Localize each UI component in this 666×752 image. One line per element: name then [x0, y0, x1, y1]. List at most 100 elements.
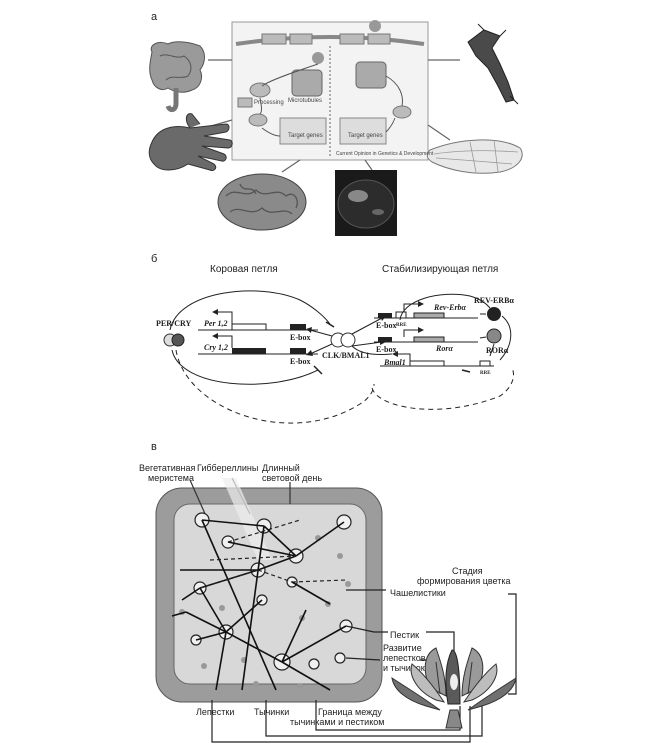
boundary-label-2: тычинками и пестиком	[290, 717, 385, 727]
processing-blob	[249, 82, 271, 98]
bmal-rre	[479, 360, 491, 367]
core-dashed-loop	[175, 349, 375, 424]
bmal-gene-box	[409, 360, 445, 367]
long-day-label-2: световой день	[262, 473, 323, 483]
target-box-right	[339, 117, 387, 145]
nuclear-blob-left	[248, 113, 268, 127]
per-gene-label: Per 1,2	[204, 319, 228, 328]
microtubule-complex-right	[355, 61, 387, 89]
stabilizing-loop-title: Стабилизирующая петля	[382, 264, 499, 275]
inset-label-target-right: Target genes	[348, 133, 383, 139]
membrane	[235, 35, 425, 46]
reverb-gene-box	[413, 312, 445, 319]
small-box	[237, 97, 253, 108]
boundary-label-1: Граница между	[318, 707, 382, 717]
veg-meristem-label-1: Вегетативная	[139, 463, 196, 473]
ebox-label-top: E-box	[290, 333, 311, 342]
target-box-left	[279, 117, 327, 145]
arrow-to-brain	[281, 159, 301, 173]
network-edges-dashed	[199, 519, 347, 589]
receptor-left-1	[261, 33, 287, 45]
inset-label-microtubules-left: Microtubules	[288, 98, 323, 104]
ror-gene-label: Rorα	[436, 344, 453, 353]
gib-pointer	[231, 477, 251, 515]
ebox-label-bottom: E-box	[290, 357, 311, 366]
ror-protein-label: RORα	[486, 346, 509, 355]
fly-leg-image	[467, 23, 519, 105]
stamens-label: Тычинки	[254, 707, 290, 717]
reverb-feedback	[399, 293, 491, 321]
ebox-label-reverb: E-box	[376, 321, 397, 330]
pistil-label: Пестик	[390, 630, 420, 640]
inset-caption: Current Opinion in Genetics & Developmen…	[336, 151, 434, 157]
network-nodes	[190, 512, 353, 671]
arrow-a3	[385, 75, 403, 107]
per-gene-box	[231, 323, 267, 331]
arrow-to-wing	[427, 124, 451, 141]
clk-to-reverb	[351, 317, 383, 335]
stabilizing-dashed-loop	[371, 367, 514, 410]
per-promoter-arrow	[218, 311, 233, 324]
veg-meristem-label-2: меристема	[148, 473, 194, 483]
per-cry-label: PER/CRY	[156, 319, 192, 328]
bmal-to-clk	[351, 345, 393, 355]
reverb-ebox	[378, 313, 392, 318]
per-ebox	[290, 324, 306, 330]
arrow-a5	[385, 117, 396, 133]
ror-activate	[489, 343, 495, 357]
bmal-circle	[340, 332, 356, 348]
receptor-left-2	[289, 33, 313, 45]
receptor-right-1	[339, 33, 365, 45]
rre-label-top: RRE	[396, 323, 407, 328]
cry-ebox	[290, 348, 306, 354]
arrow-a1	[261, 63, 319, 87]
bmal-gene-label: Bmal1	[384, 358, 406, 367]
petals-label: Лепестки	[196, 707, 235, 717]
veg-pointer	[189, 479, 207, 517]
ligand-blob	[369, 20, 381, 32]
inner-box	[173, 503, 367, 685]
inset-label-processing: Processing	[254, 100, 284, 106]
brain-image	[217, 173, 307, 231]
core-loop-title: Коровая петля	[210, 264, 278, 275]
signal-beam	[222, 478, 272, 560]
cry-gene-box	[232, 348, 266, 354]
long-day-label-1: Длинный	[262, 463, 300, 473]
ror-protein	[486, 328, 502, 344]
network-edges-solid	[171, 519, 347, 691]
petal-dev-label-2: лепестков	[383, 653, 426, 663]
ror-gene-box	[413, 336, 445, 343]
clk-to-ror	[351, 341, 383, 347]
panel-b-letter: б	[151, 253, 158, 265]
petal-dev-label-1: Развитие	[383, 643, 422, 653]
fly-eye-image	[335, 170, 397, 236]
microtubule-complex-left	[291, 69, 323, 97]
cry-circle	[171, 333, 185, 347]
hand-image	[148, 113, 233, 171]
clk-to-per	[309, 329, 333, 337]
panel-c-letter: в	[151, 441, 157, 453]
cry-gene-label: Cry 1,2	[204, 343, 228, 352]
core-arc-bottom	[171, 349, 319, 385]
petal-dev-label-3: и тычинок	[383, 663, 425, 673]
reverb-gene-label: Rev-Erbα	[434, 303, 466, 312]
arrow-a2	[259, 97, 262, 115]
reverb-protein-label: REV-ERBα	[474, 296, 514, 305]
reverb-protein	[487, 307, 501, 321]
arrow-to-eye	[364, 159, 373, 171]
inset-label-target-left: Target genes	[288, 133, 323, 139]
panel-a-letter: а	[151, 11, 158, 23]
clk-bmal-label: CLK/BMAL1	[322, 351, 370, 360]
reverb-repress	[499, 315, 512, 361]
core-arc-top	[169, 290, 331, 331]
intestine-image	[149, 41, 205, 113]
clk-to-cry	[309, 343, 333, 355]
arrow-a4	[261, 127, 281, 137]
receptor-right-2	[367, 33, 391, 45]
ror-ebox	[378, 337, 392, 342]
flower-image	[391, 647, 517, 729]
cry-promoter-arrow	[218, 335, 233, 348]
